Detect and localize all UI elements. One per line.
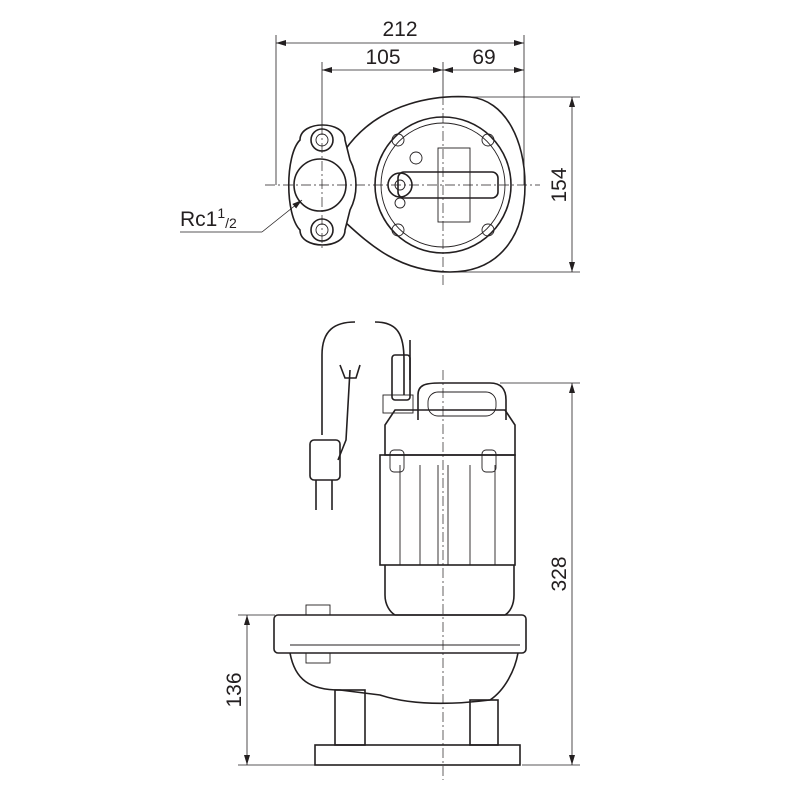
- pump-flange-plate: [273, 614, 527, 654]
- dim-label-136: 136: [223, 672, 246, 707]
- power-cord: [374, 321, 405, 395]
- base-plate: [314, 744, 521, 766]
- motor-housing: [379, 454, 516, 566]
- top-view: 212 105 69 154 Rc11/2: [180, 18, 580, 285]
- pipe-thread-label: Rc11/2: [180, 205, 237, 231]
- dim-label-328: 328: [548, 556, 571, 591]
- handle: [417, 382, 507, 420]
- dim-label-105: 105: [365, 46, 400, 69]
- dim-label-69: 69: [472, 46, 495, 69]
- dim-label-154: 154: [548, 167, 571, 202]
- power-plug: [309, 439, 341, 481]
- dim-label-212: 212: [382, 18, 417, 41]
- side-view: 328 136: [223, 321, 580, 780]
